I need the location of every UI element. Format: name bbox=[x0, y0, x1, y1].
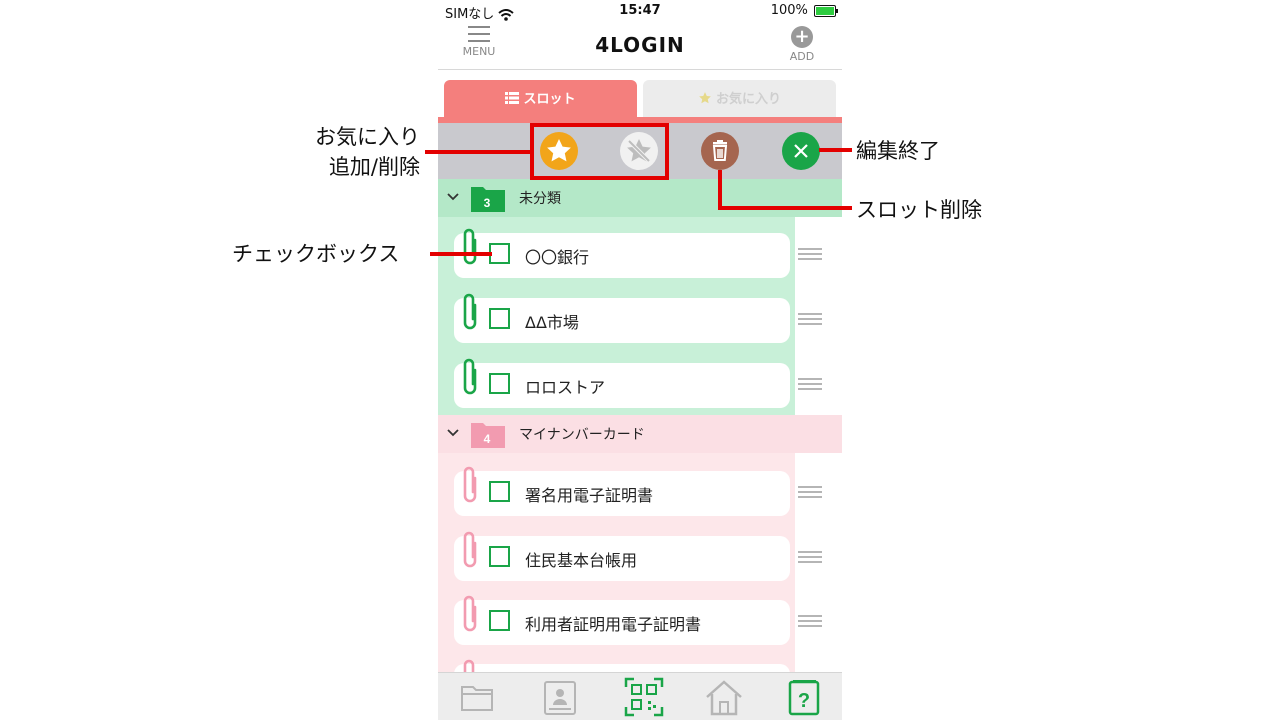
paperclip-icon bbox=[463, 466, 477, 503]
delete-slot-button[interactable] bbox=[701, 132, 739, 170]
plus-icon: + bbox=[791, 26, 813, 48]
tab-favorites-label: お気に入り bbox=[715, 92, 781, 107]
star-add-icon bbox=[547, 139, 571, 162]
paperclip-icon bbox=[463, 293, 477, 330]
paperclip-icon bbox=[463, 659, 475, 672]
menu-label: MENU bbox=[462, 45, 496, 58]
callout-checkbox: チェックボックス bbox=[232, 242, 400, 266]
folder-count: 3 bbox=[484, 196, 491, 210]
drag-handle[interactable] bbox=[798, 313, 822, 325]
tab-favorites[interactable]: お気に入り bbox=[643, 80, 836, 118]
add-label: ADD bbox=[789, 50, 815, 63]
clock: 15:47 bbox=[619, 3, 661, 18]
menu-button[interactable]: MENU bbox=[456, 26, 502, 58]
list-item[interactable]: 署名用電子証明書 bbox=[454, 471, 790, 516]
item-checkbox[interactable] bbox=[489, 373, 510, 394]
slot-delete-connector-v bbox=[718, 170, 722, 210]
item-checkbox[interactable] bbox=[489, 243, 510, 264]
folder-icon: 3 bbox=[471, 187, 505, 212]
item-label: 住民基本台帳用 bbox=[525, 551, 638, 570]
list-icon bbox=[505, 92, 520, 104]
hamburger-icon bbox=[468, 26, 490, 42]
drag-handle[interactable] bbox=[798, 615, 822, 627]
drag-handle[interactable] bbox=[798, 378, 822, 390]
item-checkbox[interactable] bbox=[489, 308, 510, 329]
bottom-nav: ? bbox=[438, 672, 842, 720]
item-label: 署名用電子証明書 bbox=[525, 486, 654, 505]
nav-help[interactable]: ? bbox=[784, 677, 824, 717]
home-icon bbox=[706, 680, 742, 716]
list-item[interactable]: 利用者証明用電子証明書 bbox=[454, 600, 790, 645]
drag-handle[interactable] bbox=[798, 486, 822, 498]
app-logo: 4LOGIN bbox=[595, 33, 685, 57]
item-checkbox[interactable] bbox=[489, 481, 510, 502]
item-checkbox[interactable] bbox=[489, 610, 510, 631]
callout-favorites-line2: 追加/削除 bbox=[328, 155, 420, 179]
app-header: MENU 4LOGIN + ADD bbox=[438, 22, 842, 70]
drag-handle[interactable] bbox=[798, 248, 822, 260]
status-bar: SIMなし 15:47 100% bbox=[438, 0, 842, 22]
folder-count: 4 bbox=[484, 432, 491, 446]
favorites-highlight-box bbox=[530, 123, 669, 180]
paperclip-icon bbox=[463, 358, 477, 395]
callout-favorites: お気に入り 追加/削除 bbox=[300, 122, 420, 182]
folder-row-uncategorized[interactable]: 3 未分類 bbox=[438, 179, 842, 217]
nav-qr-code[interactable] bbox=[624, 677, 664, 717]
remove-favorite-button[interactable] bbox=[620, 132, 658, 170]
chevron-down-icon bbox=[447, 429, 459, 437]
paperclip-icon bbox=[463, 531, 477, 568]
item-label: 〇〇銀行 bbox=[525, 248, 590, 267]
callout-favorites-line1: お気に入り bbox=[315, 125, 420, 149]
nav-home[interactable] bbox=[704, 677, 744, 717]
battery-icon bbox=[814, 4, 838, 17]
folder-icon bbox=[461, 686, 493, 711]
item-label: ΔΔ市場 bbox=[525, 313, 579, 332]
chevron-down-icon bbox=[447, 193, 459, 201]
nav-folder[interactable] bbox=[458, 677, 498, 717]
tab-slot[interactable]: スロット bbox=[444, 80, 637, 118]
end-edit-connector bbox=[819, 148, 852, 152]
drag-handle[interactable] bbox=[798, 551, 822, 563]
trash-icon bbox=[712, 140, 728, 161]
help-book-icon: ? bbox=[788, 680, 820, 716]
list-item[interactable]: ロロストア bbox=[454, 363, 790, 408]
end-edit-button[interactable] bbox=[782, 132, 820, 170]
folder-name: マイナンバーカード bbox=[519, 427, 645, 443]
list-item[interactable]: 住民基本台帳用 bbox=[454, 536, 790, 581]
folder-icon: 4 bbox=[471, 423, 505, 448]
nav-id-card[interactable] bbox=[540, 677, 580, 717]
paperclip-icon bbox=[463, 595, 477, 632]
callout-end-edit: 編集終了 bbox=[856, 139, 940, 163]
tab-bar: スロット お気に入り bbox=[444, 80, 836, 118]
carrier-label: SIMなし bbox=[445, 7, 495, 22]
close-icon bbox=[794, 144, 808, 158]
svg-text:?: ? bbox=[798, 690, 810, 712]
wifi-icon bbox=[498, 8, 515, 21]
item-label: ロロストア bbox=[525, 378, 606, 397]
checkbox-connector bbox=[430, 252, 492, 256]
star-remove-icon bbox=[627, 139, 651, 163]
add-favorite-button[interactable] bbox=[540, 132, 578, 170]
paperclip-icon bbox=[463, 228, 477, 265]
item-label: 利用者証明用電子証明書 bbox=[525, 615, 702, 634]
list-item[interactable]: ΔΔ市場 bbox=[454, 298, 790, 343]
id-card-icon bbox=[544, 681, 576, 715]
favorites-connector bbox=[425, 150, 531, 154]
phone-screen: SIMなし 15:47 100% MENU 4LOGIN + ADD bbox=[438, 0, 842, 720]
battery-percent: 100% bbox=[770, 3, 808, 18]
add-button[interactable]: + ADD bbox=[780, 26, 824, 63]
qr-code-icon bbox=[624, 677, 664, 717]
tab-slot-label: スロット bbox=[523, 92, 576, 107]
folder-row-mynumber[interactable]: 4 マイナンバーカード bbox=[438, 415, 842, 453]
list-item[interactable]: 〇〇銀行 bbox=[454, 233, 790, 278]
tab-underline bbox=[438, 117, 842, 123]
folder-name: 未分類 bbox=[519, 191, 561, 207]
star-icon bbox=[699, 92, 711, 104]
slot-delete-connector-h bbox=[718, 206, 852, 210]
callout-slot-delete: スロット削除 bbox=[856, 198, 982, 222]
item-checkbox[interactable] bbox=[489, 546, 510, 567]
